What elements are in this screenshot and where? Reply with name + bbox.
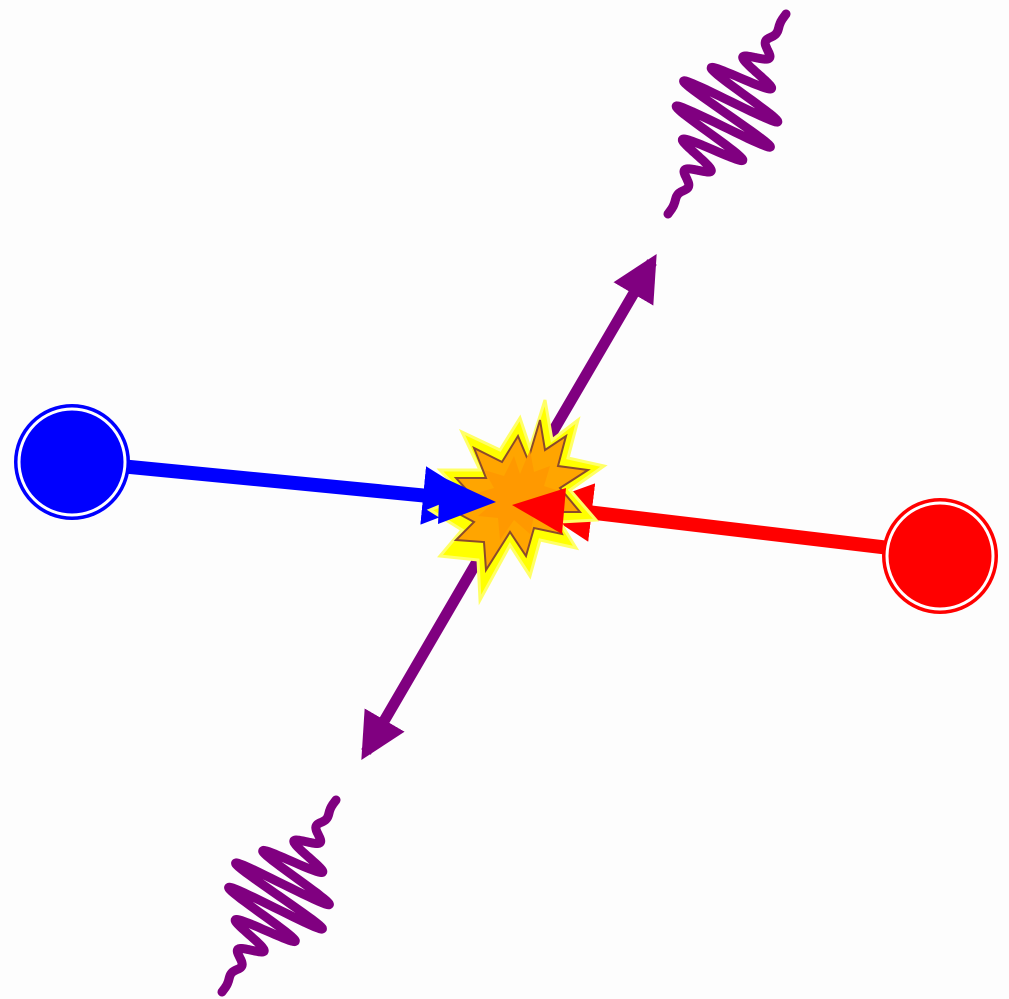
burst-core — [474, 450, 562, 540]
photon-wave-down — [217, 795, 341, 997]
collision-burst — [426, 399, 608, 606]
photon-wave-up — [663, 9, 791, 219]
red-particle — [882, 498, 998, 614]
blue-arrow — [119, 459, 482, 525]
red-arrowhead — [512, 488, 566, 534]
blue-particle — [14, 404, 130, 520]
blue-arrowhead — [438, 476, 496, 524]
red-arrow — [533, 483, 891, 555]
